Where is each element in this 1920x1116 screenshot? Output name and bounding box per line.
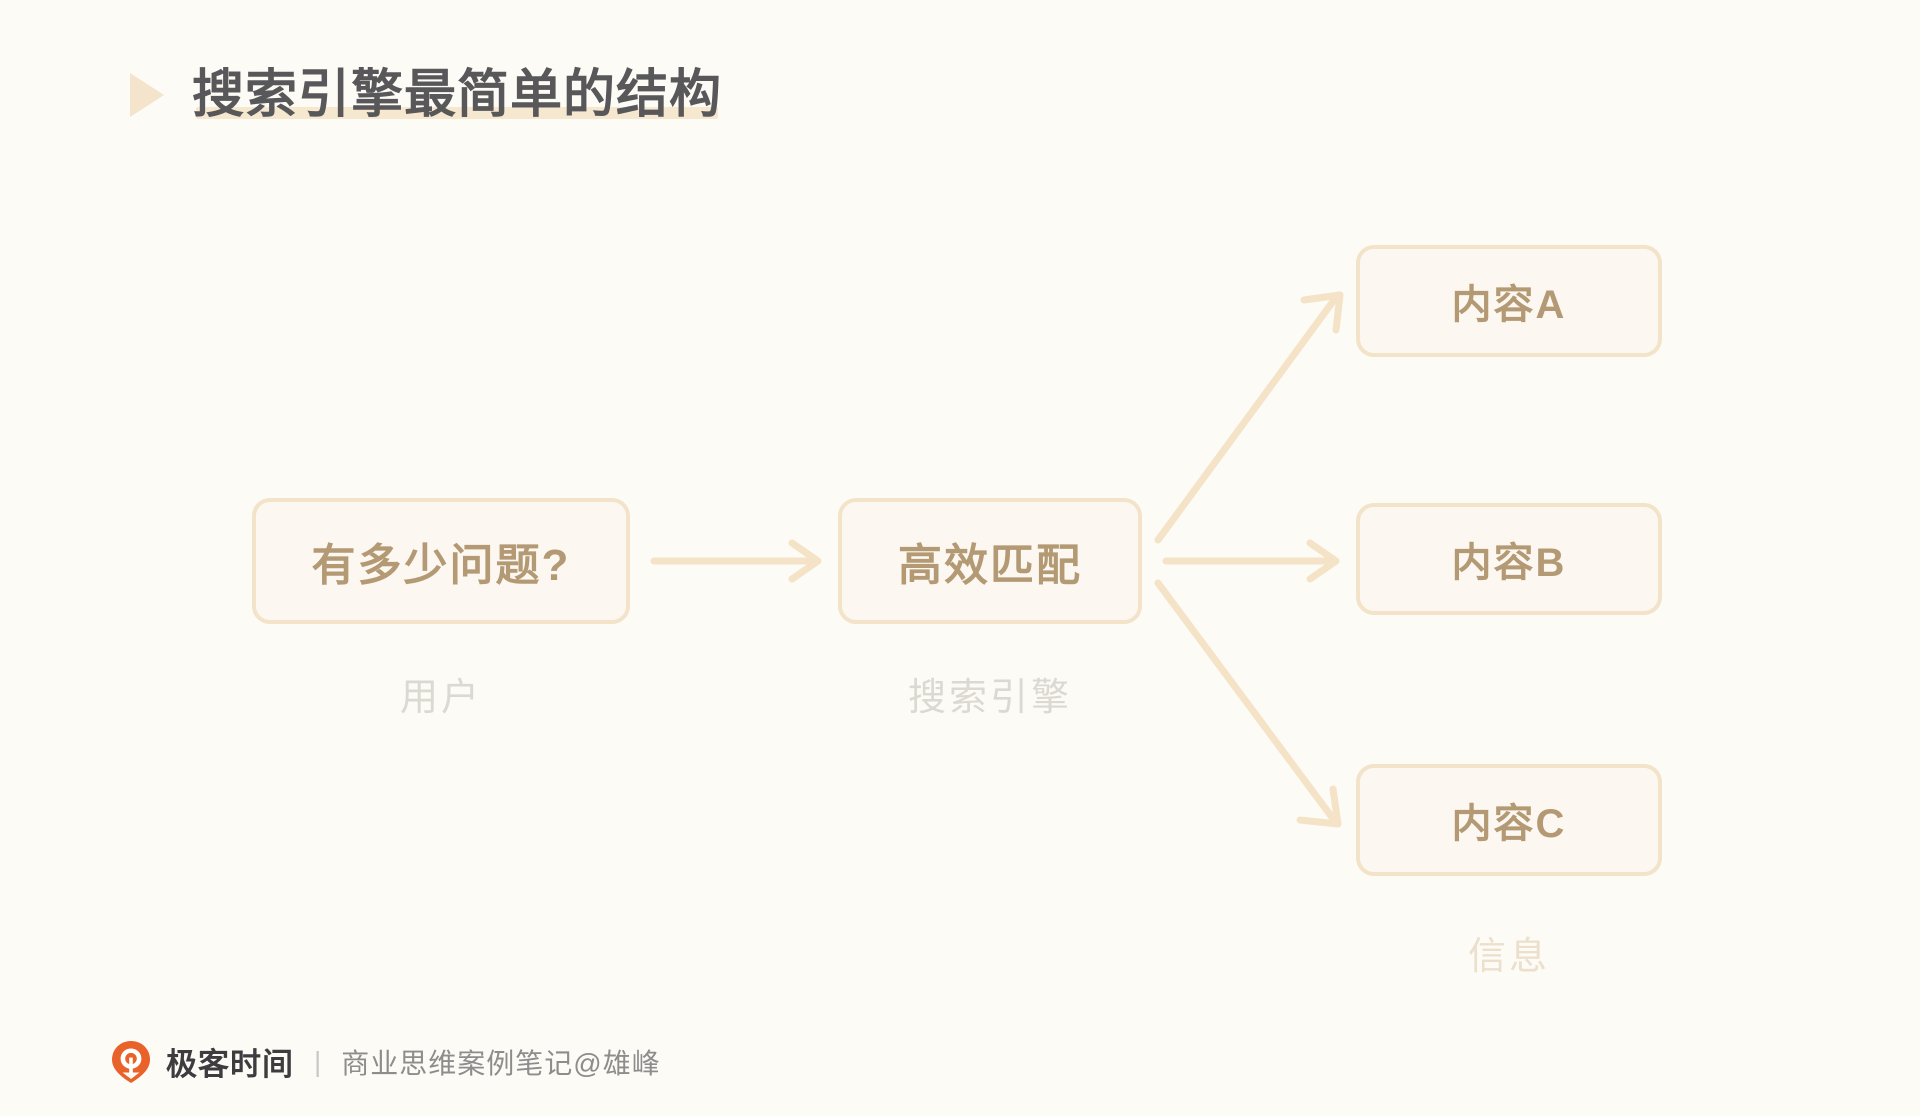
footer-separator: | xyxy=(314,1045,322,1077)
flow-node-user-label: 有多少问题? xyxy=(311,541,571,590)
flow-node-user[interactable]: 有多少问题? xyxy=(252,498,630,624)
flow-node-content-b[interactable]: 内容B xyxy=(1356,503,1662,615)
edge-engine-to-content-b xyxy=(1162,539,1340,583)
edge-engine-to-content-a xyxy=(1154,291,1344,544)
caption-search-engine: 搜索引擎 xyxy=(907,677,1072,719)
flow-node-content-c[interactable]: 内容C xyxy=(1356,764,1662,876)
page-title: 搜索引擎最简单的结构 xyxy=(130,68,722,123)
edge-user-to-engine xyxy=(650,539,822,583)
caption-user: 用户 xyxy=(399,677,482,719)
brand-name-label: 极客时间 xyxy=(166,1047,294,1082)
edge-engine-to-content-c xyxy=(1154,579,1342,828)
title-text-wrap: 搜索引擎最简单的结构 xyxy=(192,68,722,123)
title-label: 搜索引擎最简单的结构 xyxy=(192,66,723,124)
flow-node-content-a-label: 内容A xyxy=(1451,283,1567,327)
geektime-pin-logo-icon xyxy=(112,1040,150,1083)
flow-node-content-a[interactable]: 内容A xyxy=(1356,245,1662,357)
flow-node-content-c-label: 内容C xyxy=(1451,802,1567,846)
footer-note-label: 商业思维案例笔记@雄峰 xyxy=(341,1047,661,1079)
caption-information: 信息 xyxy=(1467,936,1550,978)
flow-node-engine-label: 高效匹配 xyxy=(898,541,1082,590)
triangle-right-icon xyxy=(130,73,164,118)
flow-node-content-b-label: 内容B xyxy=(1451,541,1567,585)
footer-branding: 极客时间 | 商业思维案例笔记@雄峰 xyxy=(110,1039,661,1084)
flow-node-engine[interactable]: 高效匹配 xyxy=(838,498,1142,624)
title-highlight-underline xyxy=(196,106,719,119)
